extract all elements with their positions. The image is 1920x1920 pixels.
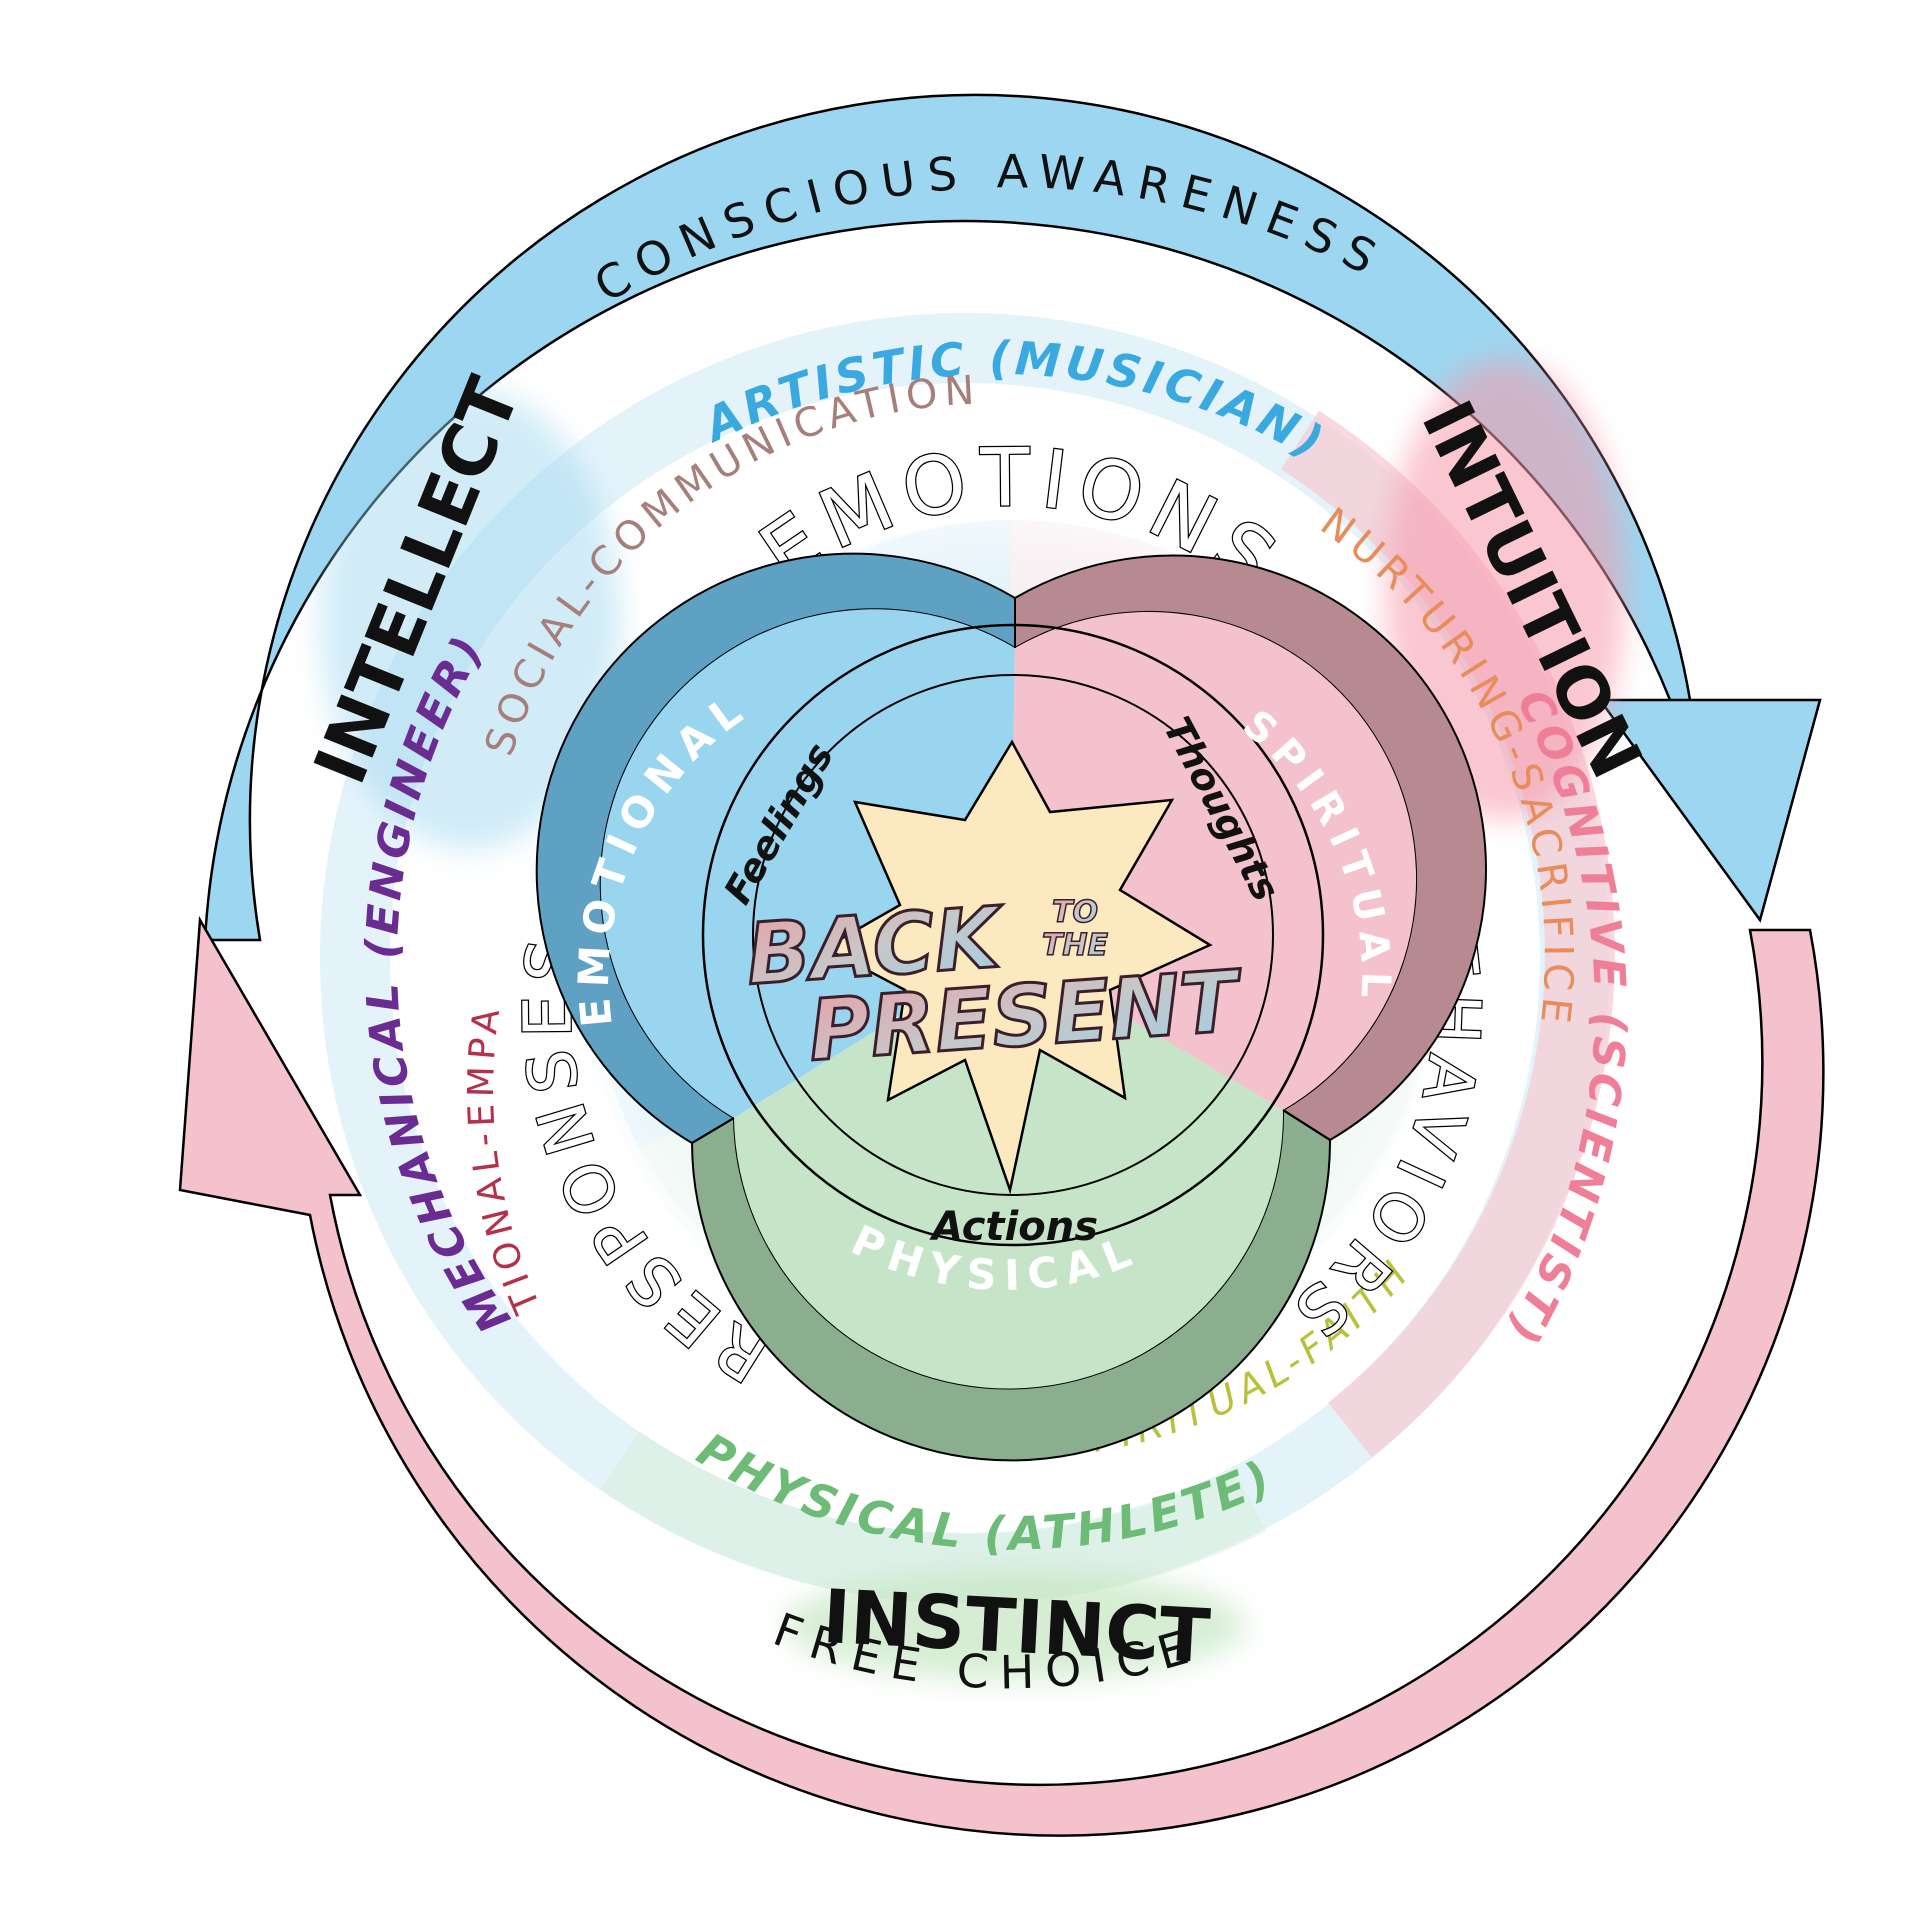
actions-label: Actions	[929, 1204, 1098, 1250]
back-to-the-present-title: BACK TO THE PRESENT	[742, 886, 1248, 1081]
conscious-awareness-arrow	[203, 93, 1822, 942]
center-to-word: TO	[1052, 895, 1098, 930]
emotional-band	[535, 552, 1016, 1145]
center-the-word: THE	[1042, 928, 1109, 963]
center-star	[822, 739, 1213, 1195]
instinct-label: INSTINCT	[821, 1574, 1213, 1680]
center-back-word: BACK	[743, 888, 1008, 1004]
outer-arrows	[178, 93, 1825, 1838]
free-choice-arrow	[178, 915, 1825, 1838]
